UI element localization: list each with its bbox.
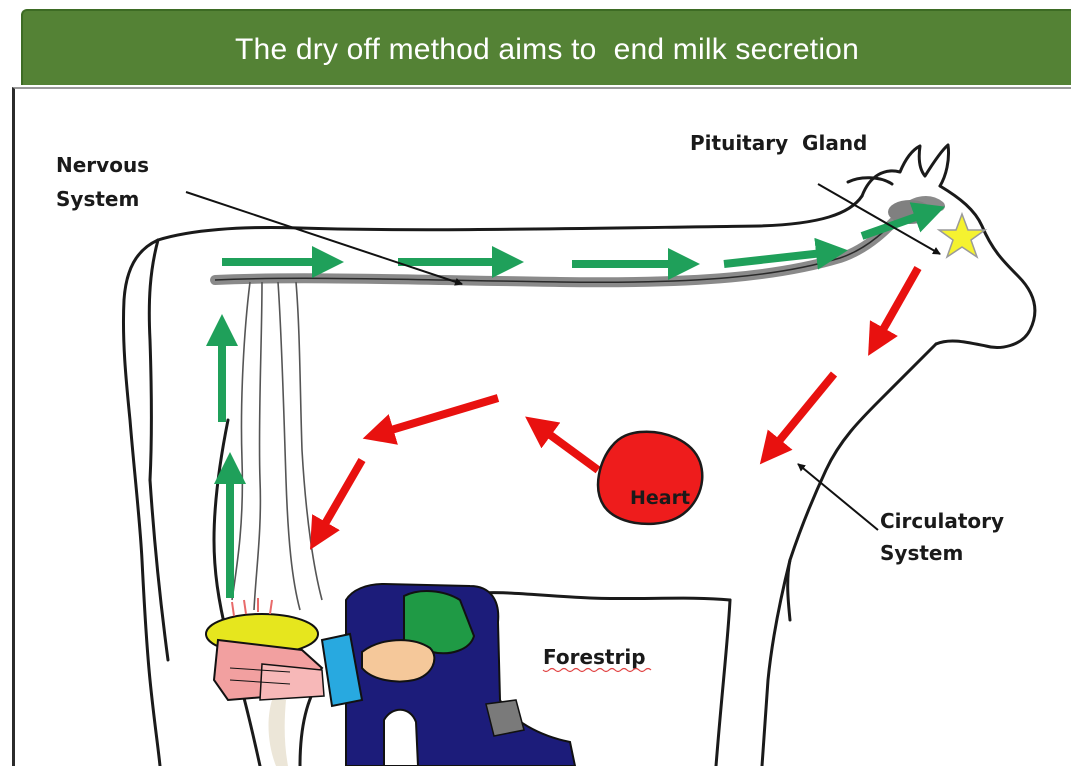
nervous-system-label-line2: System: [56, 187, 139, 211]
red-arrow-4: [378, 398, 498, 434]
milker-person: [322, 584, 575, 766]
milk-stream: [269, 700, 288, 766]
circulatory-system-label-line2: System: [880, 541, 963, 565]
pituitary-gland-label: Pituitary Gland: [690, 131, 867, 155]
hand-right: [260, 664, 324, 700]
person-face: [362, 640, 434, 681]
nervous-system-label-line1: Nervous: [56, 153, 149, 177]
heart-shape: [598, 432, 702, 524]
nerve-fibres: [232, 282, 322, 610]
green-arrows: [222, 212, 930, 598]
udder-and-hands: [206, 598, 324, 766]
red-arrow-3: [538, 426, 598, 470]
nerve-band: [215, 201, 940, 282]
forestrip-label: Forestrip: [543, 645, 646, 669]
person-leg-gap: [384, 710, 418, 766]
circulatory-system-label-line1: Circulatory: [880, 509, 1004, 533]
red-arrow-2: [770, 374, 834, 452]
heart-label: Heart: [630, 487, 690, 509]
red-arrow-5: [318, 460, 362, 536]
red-arrow-1: [876, 268, 918, 342]
